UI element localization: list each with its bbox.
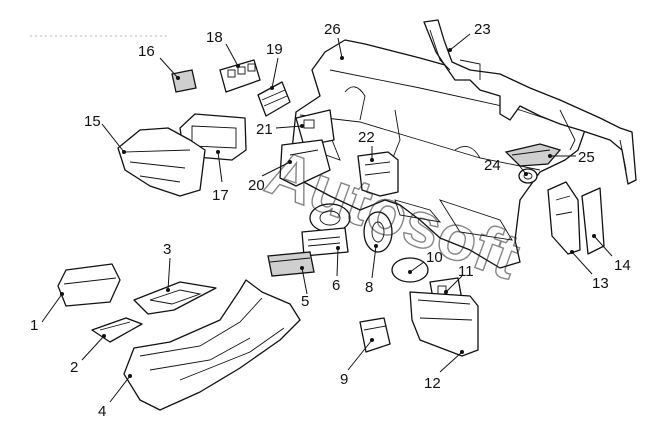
callout-24: 24 xyxy=(484,157,501,174)
part-switch-16 xyxy=(171,69,197,93)
part-center-bracket xyxy=(357,151,399,197)
part-center-console-4 xyxy=(123,279,301,411)
part-shifter-bezel-3 xyxy=(133,281,217,315)
part-column-rings xyxy=(309,203,393,253)
callout-19: 19 xyxy=(266,41,283,58)
callout-5: 5 xyxy=(301,293,309,310)
part-vent-9 xyxy=(359,317,391,353)
callout-labels: 1 2 3 4 5 6 8 9 10 11 12 13 14 15 16 17 … xyxy=(30,21,631,420)
part-side-trim-13 xyxy=(547,181,581,255)
part-tray-2 xyxy=(91,317,143,343)
callout-17: 17 xyxy=(212,187,229,204)
callout-9: 9 xyxy=(340,371,348,388)
part-support-frame xyxy=(423,19,637,185)
part-lower-panel-15 xyxy=(117,127,206,197)
callout-14: 14 xyxy=(614,257,631,274)
part-armrest-1 xyxy=(57,263,121,307)
callout-11: 11 xyxy=(458,263,474,280)
part-trim-21 xyxy=(295,109,335,147)
callout-20: 20 xyxy=(248,177,265,194)
callout-25: 25 xyxy=(578,149,595,166)
part-trim-20 xyxy=(279,139,331,187)
callout-18: 18 xyxy=(206,29,223,46)
callout-8: 8 xyxy=(365,279,373,296)
callout-4: 4 xyxy=(98,403,106,420)
callout-15: 15 xyxy=(84,113,101,130)
callout-6: 6 xyxy=(332,277,340,294)
callout-10: 10 xyxy=(426,249,443,266)
part-side-trim-14 xyxy=(581,187,605,255)
callout-2: 2 xyxy=(70,359,78,376)
callout-1: 1 xyxy=(30,317,38,334)
callout-12: 12 xyxy=(424,375,441,392)
part-knob-24 xyxy=(518,168,538,184)
callout-16: 16 xyxy=(138,43,155,60)
part-switch-panel-18 xyxy=(219,59,261,93)
leader-lines xyxy=(41,33,613,403)
callout-13: 13 xyxy=(592,275,609,292)
callout-21: 21 xyxy=(256,121,273,138)
callout-22: 22 xyxy=(358,129,375,146)
part-module-5 xyxy=(267,251,315,277)
part-vent-19 xyxy=(257,81,291,117)
callout-3: 3 xyxy=(163,241,171,258)
callout-26: 26 xyxy=(324,21,341,38)
part-tray-25 xyxy=(504,143,562,167)
part-console-rear-12 xyxy=(409,291,479,357)
callout-23: 23 xyxy=(474,21,491,38)
